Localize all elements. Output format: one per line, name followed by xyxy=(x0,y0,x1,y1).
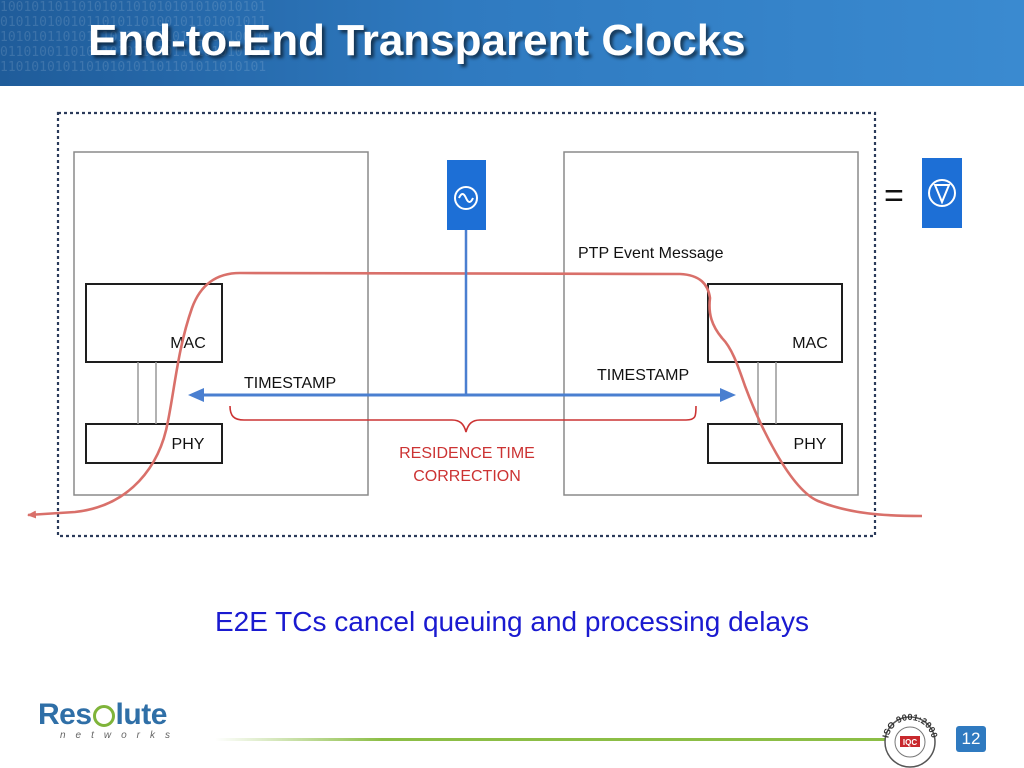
timestamp-arrowhead-left xyxy=(188,388,204,402)
right-phy-box xyxy=(707,423,843,464)
timestamp-right-label: TIMESTAMP xyxy=(597,367,689,384)
ptp-message-path xyxy=(27,271,923,519)
logo-o-ring-icon xyxy=(92,705,115,727)
page-number: 12 xyxy=(956,726,986,752)
transparent-clock-boundary xyxy=(56,111,877,538)
timestamp-arrowhead-right xyxy=(720,388,736,402)
residence-time-label-line1: RESIDENCE TIME xyxy=(399,445,535,462)
left-phy-label: PHY xyxy=(172,436,205,453)
logo-text-part1: Res xyxy=(38,698,92,731)
iqc-badge: IQC xyxy=(903,738,917,747)
left-mac-box xyxy=(85,283,223,363)
transparent-clock-diagram: MAC PHY MAC PHY PTP Event Message TIMEST… xyxy=(27,111,962,538)
right-phy-label: PHY xyxy=(794,436,827,453)
slide-title: End-to-End Transparent Clocks xyxy=(88,16,746,65)
footer-divider xyxy=(215,738,885,741)
triangle-in-circle-icon xyxy=(922,158,962,228)
timestamp-left-label: TIMESTAMP xyxy=(244,375,336,392)
iso-certification-seal: ISO 9001:2000 IQC xyxy=(880,712,940,768)
residence-time-label-line2: CORRECTION xyxy=(413,468,521,485)
residence-time-brace xyxy=(229,405,697,433)
slide-caption: E2E TCs cancel queuing and processing de… xyxy=(214,606,810,637)
left-mac-label: MAC xyxy=(170,335,206,352)
binary-background-pattern: 1001011011010101101010101010010101 01011… xyxy=(0,0,267,75)
logo-text-part2: lute xyxy=(115,698,168,731)
slide-header: 1001011011010101101010101010010101 01011… xyxy=(0,0,1024,86)
left-phy-box xyxy=(85,423,223,464)
logo-subtitle: networks xyxy=(60,730,181,741)
right-mac-label: MAC xyxy=(792,335,828,352)
ptp-event-message-label: PTP Event Message xyxy=(578,245,724,262)
sine-wave-clock-icon xyxy=(447,160,486,230)
equals-sign: = xyxy=(884,177,904,215)
